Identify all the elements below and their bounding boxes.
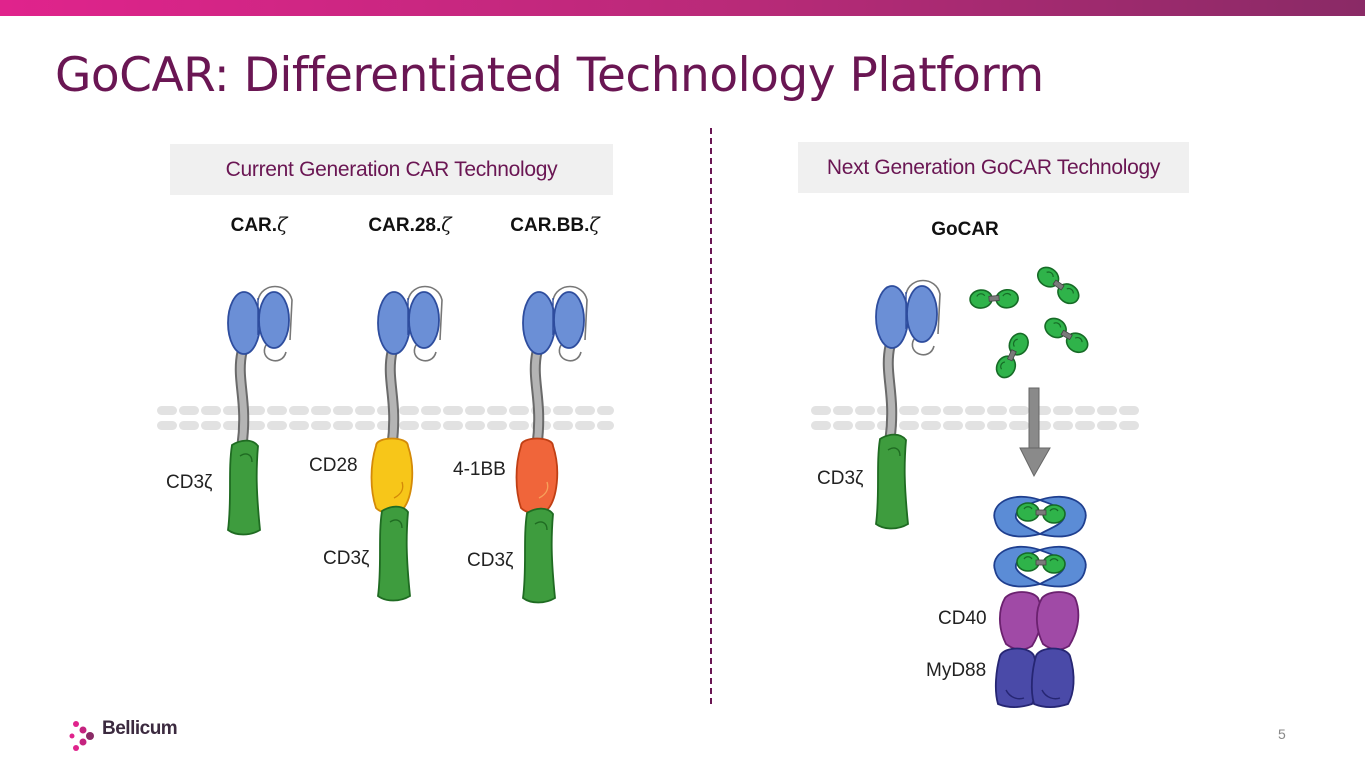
membrane-lipid bbox=[157, 421, 177, 430]
membrane-lipid bbox=[811, 406, 831, 415]
cd40-domains bbox=[998, 591, 1080, 651]
membrane-lipid bbox=[1119, 406, 1139, 415]
page-title: GoCAR: Differentiated Technology Platfor… bbox=[55, 48, 1044, 103]
membrane-lipid bbox=[399, 406, 419, 415]
membrane-lipid bbox=[487, 406, 507, 415]
membrane-lipid bbox=[899, 406, 919, 415]
construct-label-car-28-z: CAR.28.ζ bbox=[368, 214, 452, 236]
label-cd28: CD28 bbox=[309, 455, 358, 476]
membrane-lipid bbox=[811, 421, 831, 430]
membrane-lipid bbox=[355, 406, 375, 415]
construct-label-car-z: CAR.ζ bbox=[230, 214, 288, 236]
label-cd40: CD40 bbox=[938, 608, 987, 629]
section-divider bbox=[710, 128, 712, 704]
membrane-lipid bbox=[921, 406, 941, 415]
fkbp-switch-lower bbox=[993, 545, 1087, 588]
membrane-lipid bbox=[987, 406, 1007, 415]
membrane-lipid bbox=[597, 421, 614, 430]
cd28-domain bbox=[370, 437, 414, 514]
membrane-lipid bbox=[465, 406, 485, 415]
membrane-lipid bbox=[465, 421, 485, 430]
bellicum-logo-mark bbox=[69, 721, 94, 751]
membrane-lipid bbox=[575, 406, 595, 415]
label-myd88: MyD88 bbox=[926, 660, 987, 681]
membrane-lipid bbox=[597, 406, 614, 415]
membrane-lipid bbox=[1097, 421, 1117, 430]
brand-name: Bellicum bbox=[102, 718, 178, 739]
membrane-lipid bbox=[157, 406, 177, 415]
top-accent-bar bbox=[0, 0, 1365, 16]
membrane-lipid bbox=[965, 406, 985, 415]
membrane-lipid bbox=[333, 406, 353, 415]
current-generation-header: Current Generation CAR Technology bbox=[170, 144, 613, 195]
membrane-lipid bbox=[179, 421, 199, 430]
dimerizer-drugs bbox=[968, 262, 1093, 383]
membrane-lipid bbox=[509, 421, 529, 430]
membrane-lipid bbox=[289, 406, 309, 415]
membrane-lipid bbox=[1097, 406, 1117, 415]
membrane-lipid bbox=[1075, 421, 1095, 430]
membrane-lipid bbox=[899, 421, 919, 430]
myd88-domains bbox=[994, 647, 1075, 708]
membrane-lipid bbox=[267, 421, 287, 430]
gocar-construct bbox=[875, 279, 941, 530]
membrane-lipid bbox=[833, 421, 853, 430]
membrane-lipid bbox=[223, 421, 243, 430]
car-bb-z-construct bbox=[515, 285, 588, 604]
membrane-lipid bbox=[921, 421, 941, 430]
membrane-lipid bbox=[201, 406, 221, 415]
membrane-lipid bbox=[855, 421, 875, 430]
membrane-lipid bbox=[487, 421, 507, 430]
membrane-lipid bbox=[943, 406, 963, 415]
car-28-z-construct bbox=[370, 285, 443, 602]
membrane-lipid bbox=[553, 406, 573, 415]
cell-membrane-left bbox=[157, 406, 614, 430]
membrane-lipid bbox=[1009, 406, 1029, 415]
membrane-lipid bbox=[201, 421, 221, 430]
construct-label-car-bb-z: CAR.BB.ζ bbox=[510, 214, 600, 236]
label-cd3z-3: CD3ζ bbox=[467, 550, 514, 571]
membrane-lipid bbox=[245, 421, 265, 430]
label-4-1bb: 4-1BB bbox=[453, 459, 506, 480]
membrane-lipid bbox=[311, 421, 331, 430]
membrane-lipid bbox=[1053, 421, 1073, 430]
brand-logo: Bellicum bbox=[68, 718, 178, 740]
membrane-lipid bbox=[965, 421, 985, 430]
page-number: 5 bbox=[1278, 726, 1286, 742]
membrane-lipid bbox=[1053, 406, 1073, 415]
membrane-lipid bbox=[553, 421, 573, 430]
membrane-lipid bbox=[355, 421, 375, 430]
next-generation-header: Next Generation GoCAR Technology bbox=[798, 142, 1189, 193]
membrane-lipid bbox=[399, 421, 419, 430]
fkbp-switch-upper bbox=[993, 495, 1087, 538]
membrane-lipid bbox=[421, 406, 441, 415]
membrane-lipid bbox=[855, 406, 875, 415]
membrane-lipid bbox=[311, 406, 331, 415]
membrane-lipid bbox=[943, 421, 963, 430]
membrane-lipid bbox=[289, 421, 309, 430]
membrane-lipid bbox=[267, 406, 287, 415]
membrane-lipid bbox=[179, 406, 199, 415]
membrane-lipid bbox=[833, 406, 853, 415]
label-cd3z-2: CD3ζ bbox=[323, 548, 370, 569]
membrane-lipid bbox=[987, 421, 1007, 430]
label-cd3z-gocar: CD3ζ bbox=[817, 468, 864, 489]
membrane-lipid bbox=[1119, 421, 1139, 430]
4-1bb-domain bbox=[515, 437, 559, 514]
membrane-lipid bbox=[333, 421, 353, 430]
membrane-lipid bbox=[443, 406, 463, 415]
membrane-lipid bbox=[245, 406, 265, 415]
membrane-lipid bbox=[1075, 406, 1095, 415]
label-cd3z-1: CD3ζ bbox=[166, 472, 213, 493]
membrane-lipid bbox=[443, 421, 463, 430]
cell-membrane-right bbox=[811, 406, 1139, 430]
membrane-lipid bbox=[509, 406, 529, 415]
membrane-lipid bbox=[575, 421, 595, 430]
membrane-lipid bbox=[1009, 421, 1029, 430]
activation-arrow bbox=[1019, 387, 1051, 478]
construct-label-gocar: GoCAR bbox=[931, 219, 999, 240]
membrane-lipid bbox=[421, 421, 441, 430]
